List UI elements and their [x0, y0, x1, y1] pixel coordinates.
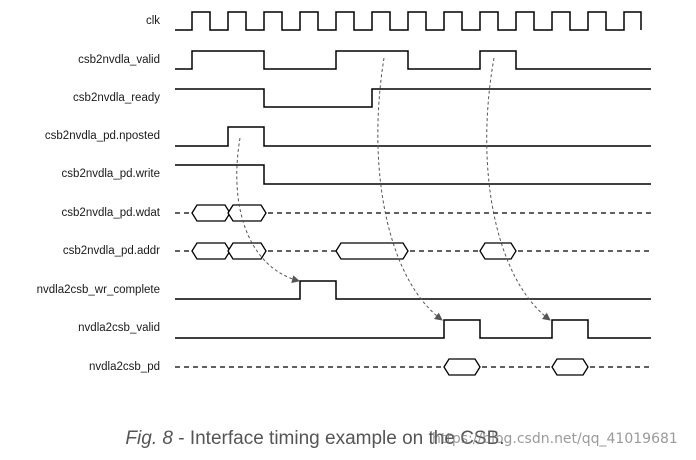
signal-labels: clk csb2nvdla_valid csb2nvdla_ready csb2… — [37, 15, 161, 373]
bus-wdat — [175, 204, 651, 222]
label-write: csb2nvdla_pd.write — [62, 168, 160, 180]
timing-diagram: clk csb2nvdla_valid csb2nvdla_ready csb2… — [37, 11, 651, 376]
bus-addr — [175, 242, 651, 260]
waveform-csb2nvdla-valid — [175, 50, 651, 70]
waveform-nvdla2csb-valid — [175, 319, 651, 339]
label-wr-complete: nvdla2csb_wr_complete — [37, 284, 160, 296]
waveform-write — [175, 164, 651, 185]
arrow-valid-to-nvdla2csb-valid-1 — [377, 57, 443, 321]
label-csb2nvdla-valid: csb2nvdla_valid — [78, 54, 160, 66]
label-nvdla2csb-pd: nvdla2csb_pd — [89, 361, 160, 373]
waveform-nposted — [175, 126, 651, 147]
figure-caption-text: - Interface timing example on the CSB. — [172, 428, 505, 449]
waveform-wr-complete — [175, 280, 651, 300]
figure-caption: Fig. 8 - Interface timing example on the… — [0, 428, 630, 450]
label-nposted: csb2nvdla_pd.nposted — [45, 130, 160, 142]
dependency-arrows — [236, 57, 551, 321]
label-clk: clk — [146, 15, 160, 27]
waveform-csb2nvdla-ready — [175, 88, 651, 108]
label-addr: csb2nvdla_pd.addr — [63, 245, 160, 257]
waveform-clk — [175, 11, 642, 31]
watermark: https://blog.csdn.net/qq_41019681 — [432, 431, 678, 447]
arrow-valid-to-nvdla2csb-valid-2 — [486, 57, 551, 321]
label-nvdla2csb-valid: nvdla2csb_valid — [78, 322, 160, 334]
label-csb2nvdla-ready: csb2nvdla_ready — [73, 92, 160, 104]
label-wdat: csb2nvdla_pd.wdat — [62, 207, 161, 219]
figure-number: Fig. 8 — [125, 428, 173, 449]
bus-nvdla2csb-pd — [175, 358, 651, 376]
arrow-nposted-to-wr-complete — [236, 137, 300, 284]
